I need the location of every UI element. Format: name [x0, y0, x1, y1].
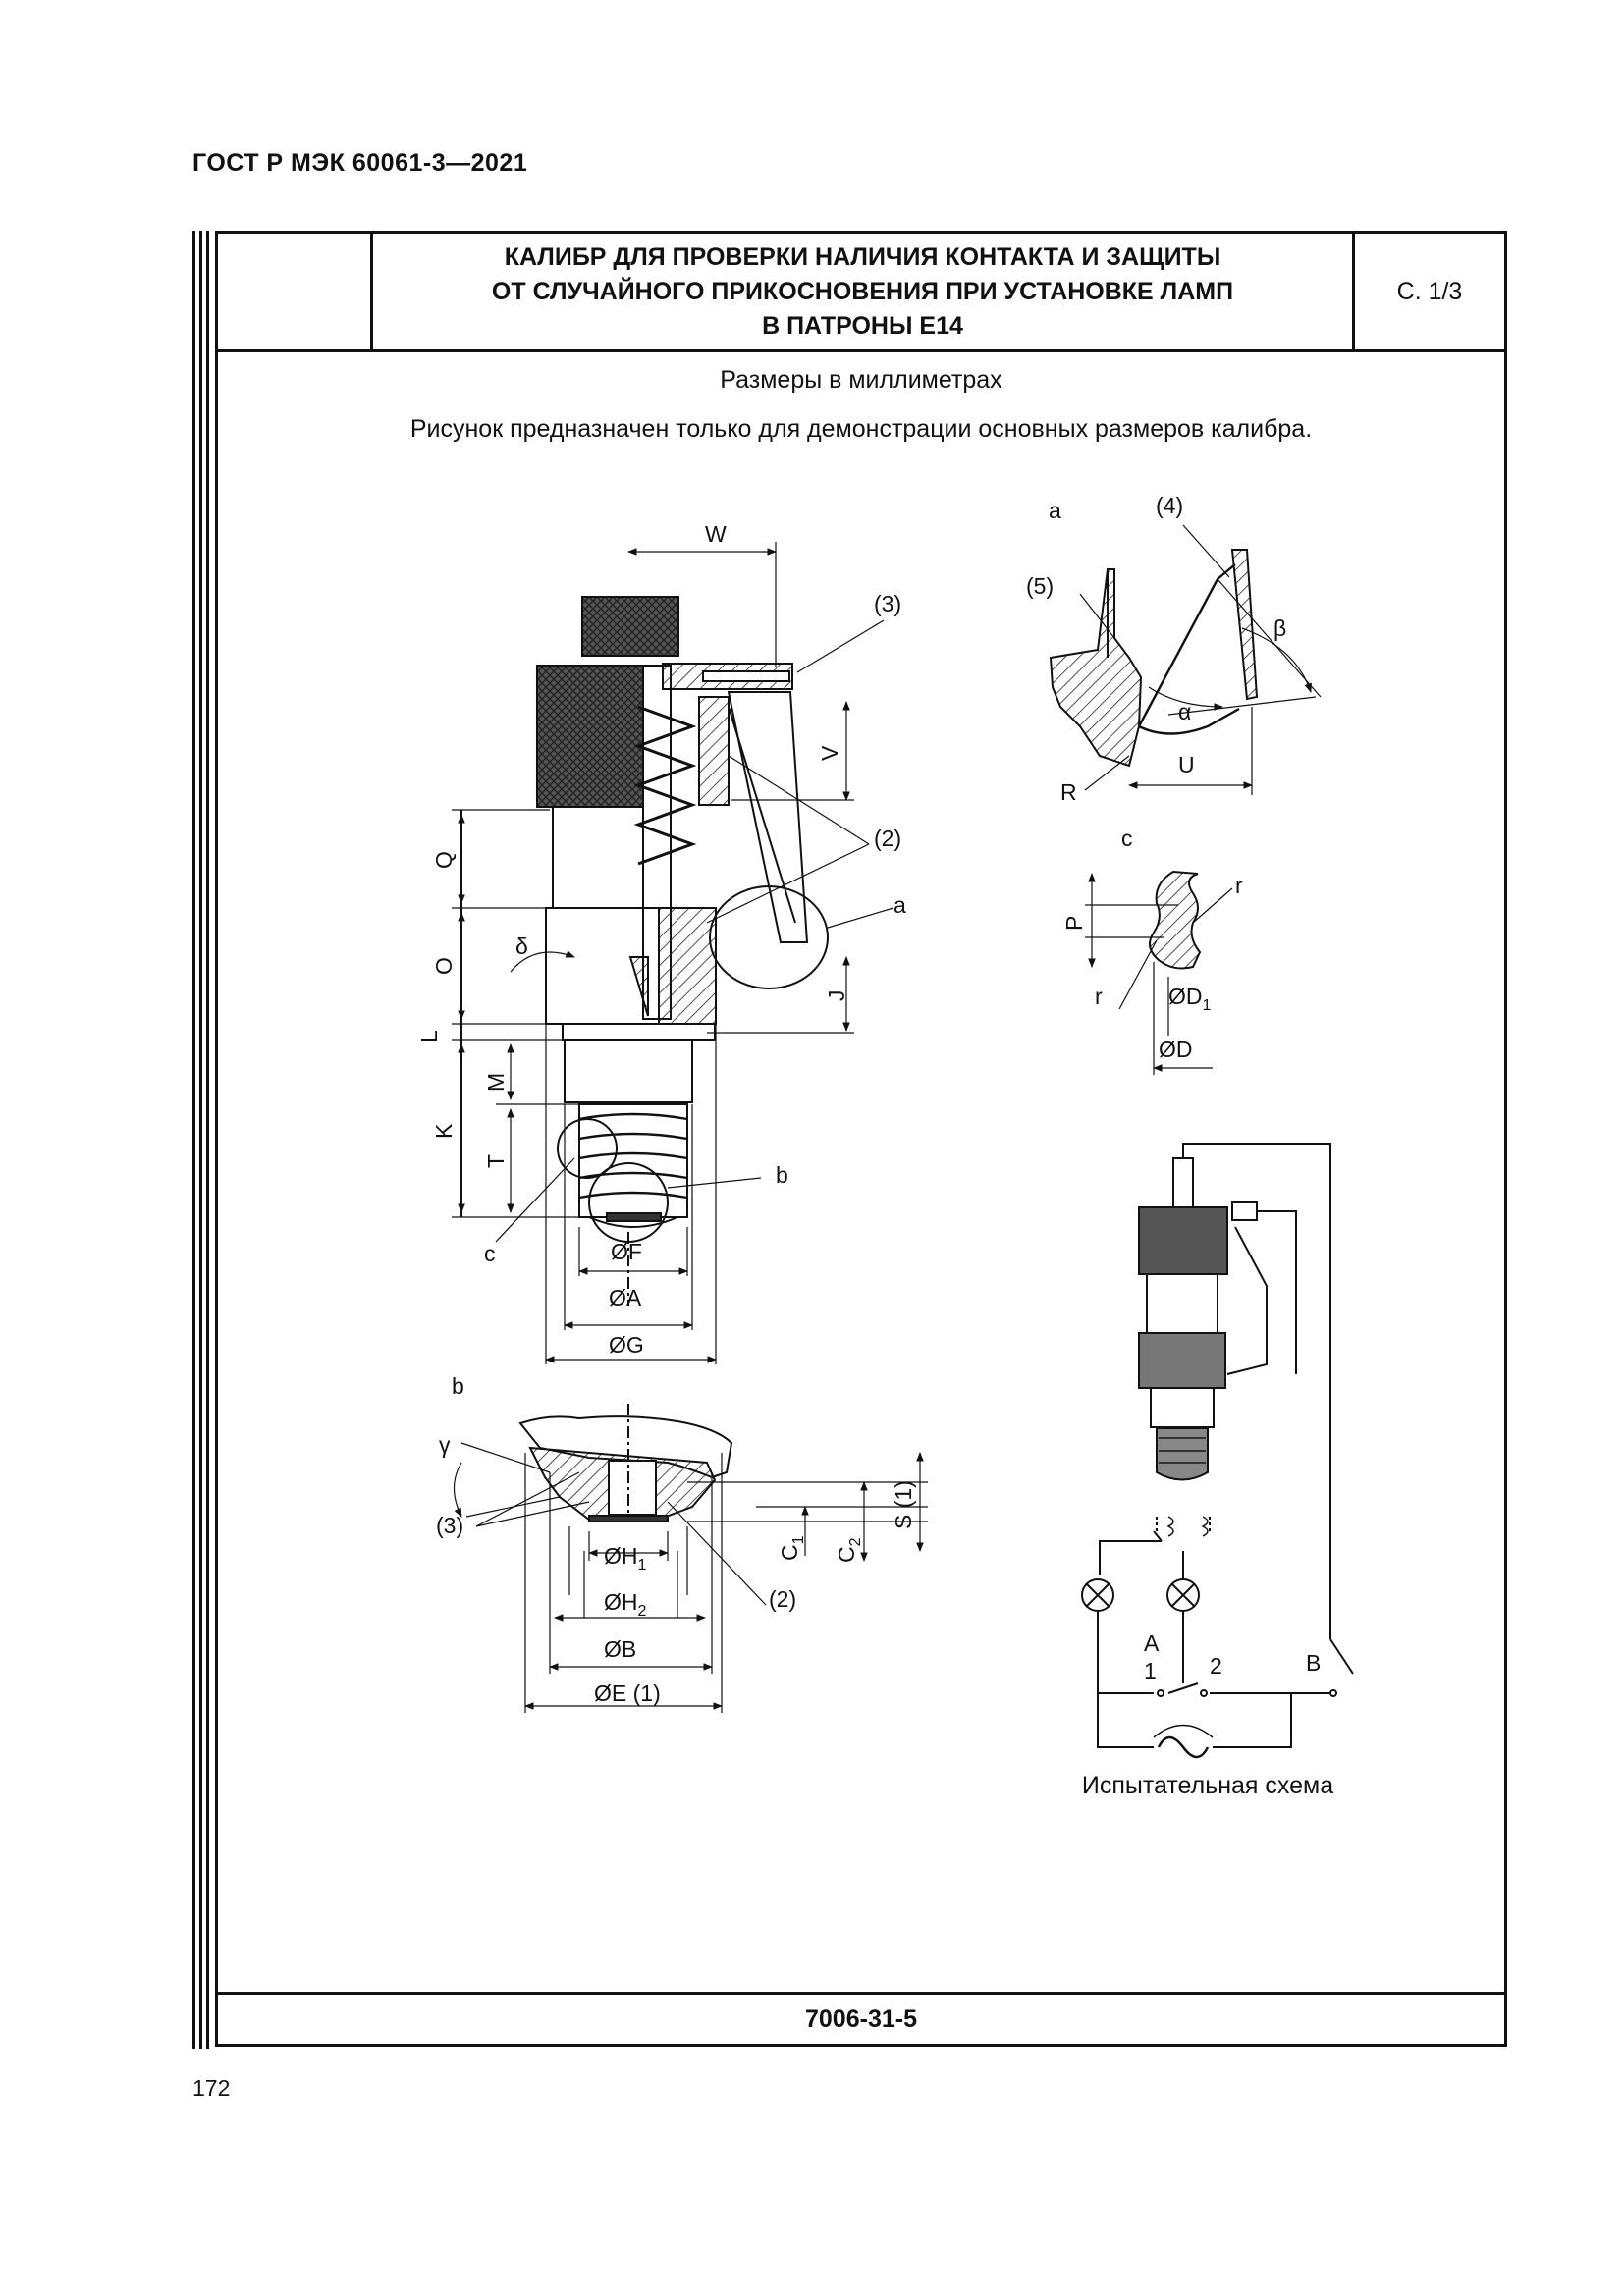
detail-b-title: b	[452, 1373, 464, 1399]
sheet-frame: КАЛИБР ДЛЯ ПРОВЕРКИ НАЛИЧИЯ КОНТАКТА И З…	[215, 231, 1507, 2047]
label-K: K	[431, 1123, 457, 1139]
label-W: W	[705, 521, 727, 547]
detail-a-beta: β	[1273, 615, 1286, 641]
main-gauge-view	[452, 542, 894, 1364]
label-L: L	[416, 1030, 442, 1042]
circuit-caption: Испытательная схема	[1081, 1772, 1334, 1799]
detail-a-ref5: (5)	[1026, 573, 1054, 599]
detail-a-R: R	[1060, 779, 1077, 805]
binding-line-2	[199, 231, 202, 2049]
label-M: M	[483, 1073, 509, 1092]
detail-b-gamma: γ	[439, 1432, 451, 1458]
detail-a	[1049, 524, 1322, 795]
detail-b-E: ØE (1)	[594, 1681, 661, 1706]
detail-a-U: U	[1178, 752, 1195, 777]
label-ref2: (2)	[874, 826, 901, 851]
page-reference: С. 1/3	[1396, 277, 1463, 305]
detail-c-title: c	[1121, 826, 1133, 851]
detail-b-C1: C1	[777, 1535, 807, 1561]
circuit-label-2: 2	[1210, 1653, 1222, 1679]
label-b: b	[776, 1162, 788, 1188]
page-number: 172	[192, 2075, 231, 2101]
detail-b-C2: C2	[834, 1537, 864, 1563]
main-labels: W (3) V (2) a Q O δ J L M K T b c ØF ØA …	[416, 521, 906, 1358]
detail-b-H1: ØH1	[604, 1543, 647, 1574]
label-F: ØF	[611, 1239, 642, 1264]
detail-c-P: P	[1061, 916, 1087, 931]
label-Q: Q	[431, 851, 457, 869]
detail-a-labels: a (4) (5) β α U R	[1026, 493, 1286, 805]
test-circuit-labels: A 1 2 B	[1144, 1630, 1321, 1683]
label-a: a	[893, 892, 906, 918]
detail-a-ref4: (4)	[1156, 493, 1183, 518]
test-circuit	[1081, 1143, 1354, 1759]
detail-c-r2: r	[1235, 873, 1243, 898]
detail-a-alpha: α	[1178, 699, 1191, 724]
dimensions-note: Размеры в миллиметрах	[720, 366, 1002, 394]
label-A: ØA	[609, 1285, 642, 1310]
header-blank-cell	[218, 234, 373, 349]
detail-c-r1: r	[1095, 984, 1103, 1009]
label-c: c	[484, 1241, 496, 1266]
circuit-label-1: 1	[1144, 1658, 1157, 1683]
detail-b-B: ØB	[604, 1636, 636, 1662]
detail-b-labels: b γ (3) (2) ØH1 ØH2 ØB ØE (1) C1 C2 S (1…	[436, 1373, 916, 1706]
detail-c-D1: ØD1	[1168, 984, 1212, 1014]
binding-line-3	[206, 231, 209, 2049]
sheet-header: КАЛИБР ДЛЯ ПРОВЕРКИ НАЛИЧИЯ КОНТАКТА И З…	[218, 234, 1504, 352]
detail-a-title: a	[1049, 498, 1061, 523]
detail-b-ref3: (3)	[436, 1513, 463, 1538]
label-delta: δ	[515, 934, 528, 959]
figure-note: Рисунок предназначен только для демонстр…	[409, 415, 1313, 443]
label-ref3: (3)	[874, 591, 901, 616]
label-G: ØG	[609, 1332, 644, 1358]
label-T: T	[483, 1154, 509, 1168]
label-O: O	[431, 957, 457, 975]
circuit-label-A: A	[1144, 1630, 1160, 1656]
standard-designation: ГОСТ Р МЭК 60061-3—2021	[192, 149, 528, 177]
detail-b-ref2: (2)	[769, 1586, 796, 1612]
detail-b	[453, 1404, 928, 1713]
sheet-title: КАЛИБР ДЛЯ ПРОВЕРКИ НАЛИЧИЯ КОНТАКТА И З…	[373, 234, 1355, 349]
label-J: J	[824, 990, 849, 1002]
circuit-label-B: B	[1306, 1650, 1321, 1676]
detail-b-H2: ØH2	[604, 1589, 647, 1620]
binding-line-1	[192, 231, 195, 2049]
label-V: V	[817, 745, 842, 761]
sheet-number: 7006-31-5	[218, 1992, 1504, 2044]
detail-c-D: ØD	[1159, 1037, 1193, 1062]
detail-b-S: S (1)	[891, 1480, 916, 1529]
detail-c	[1085, 870, 1233, 1075]
detail-c-labels: c P r r ØD1 ØD	[1061, 826, 1243, 1062]
